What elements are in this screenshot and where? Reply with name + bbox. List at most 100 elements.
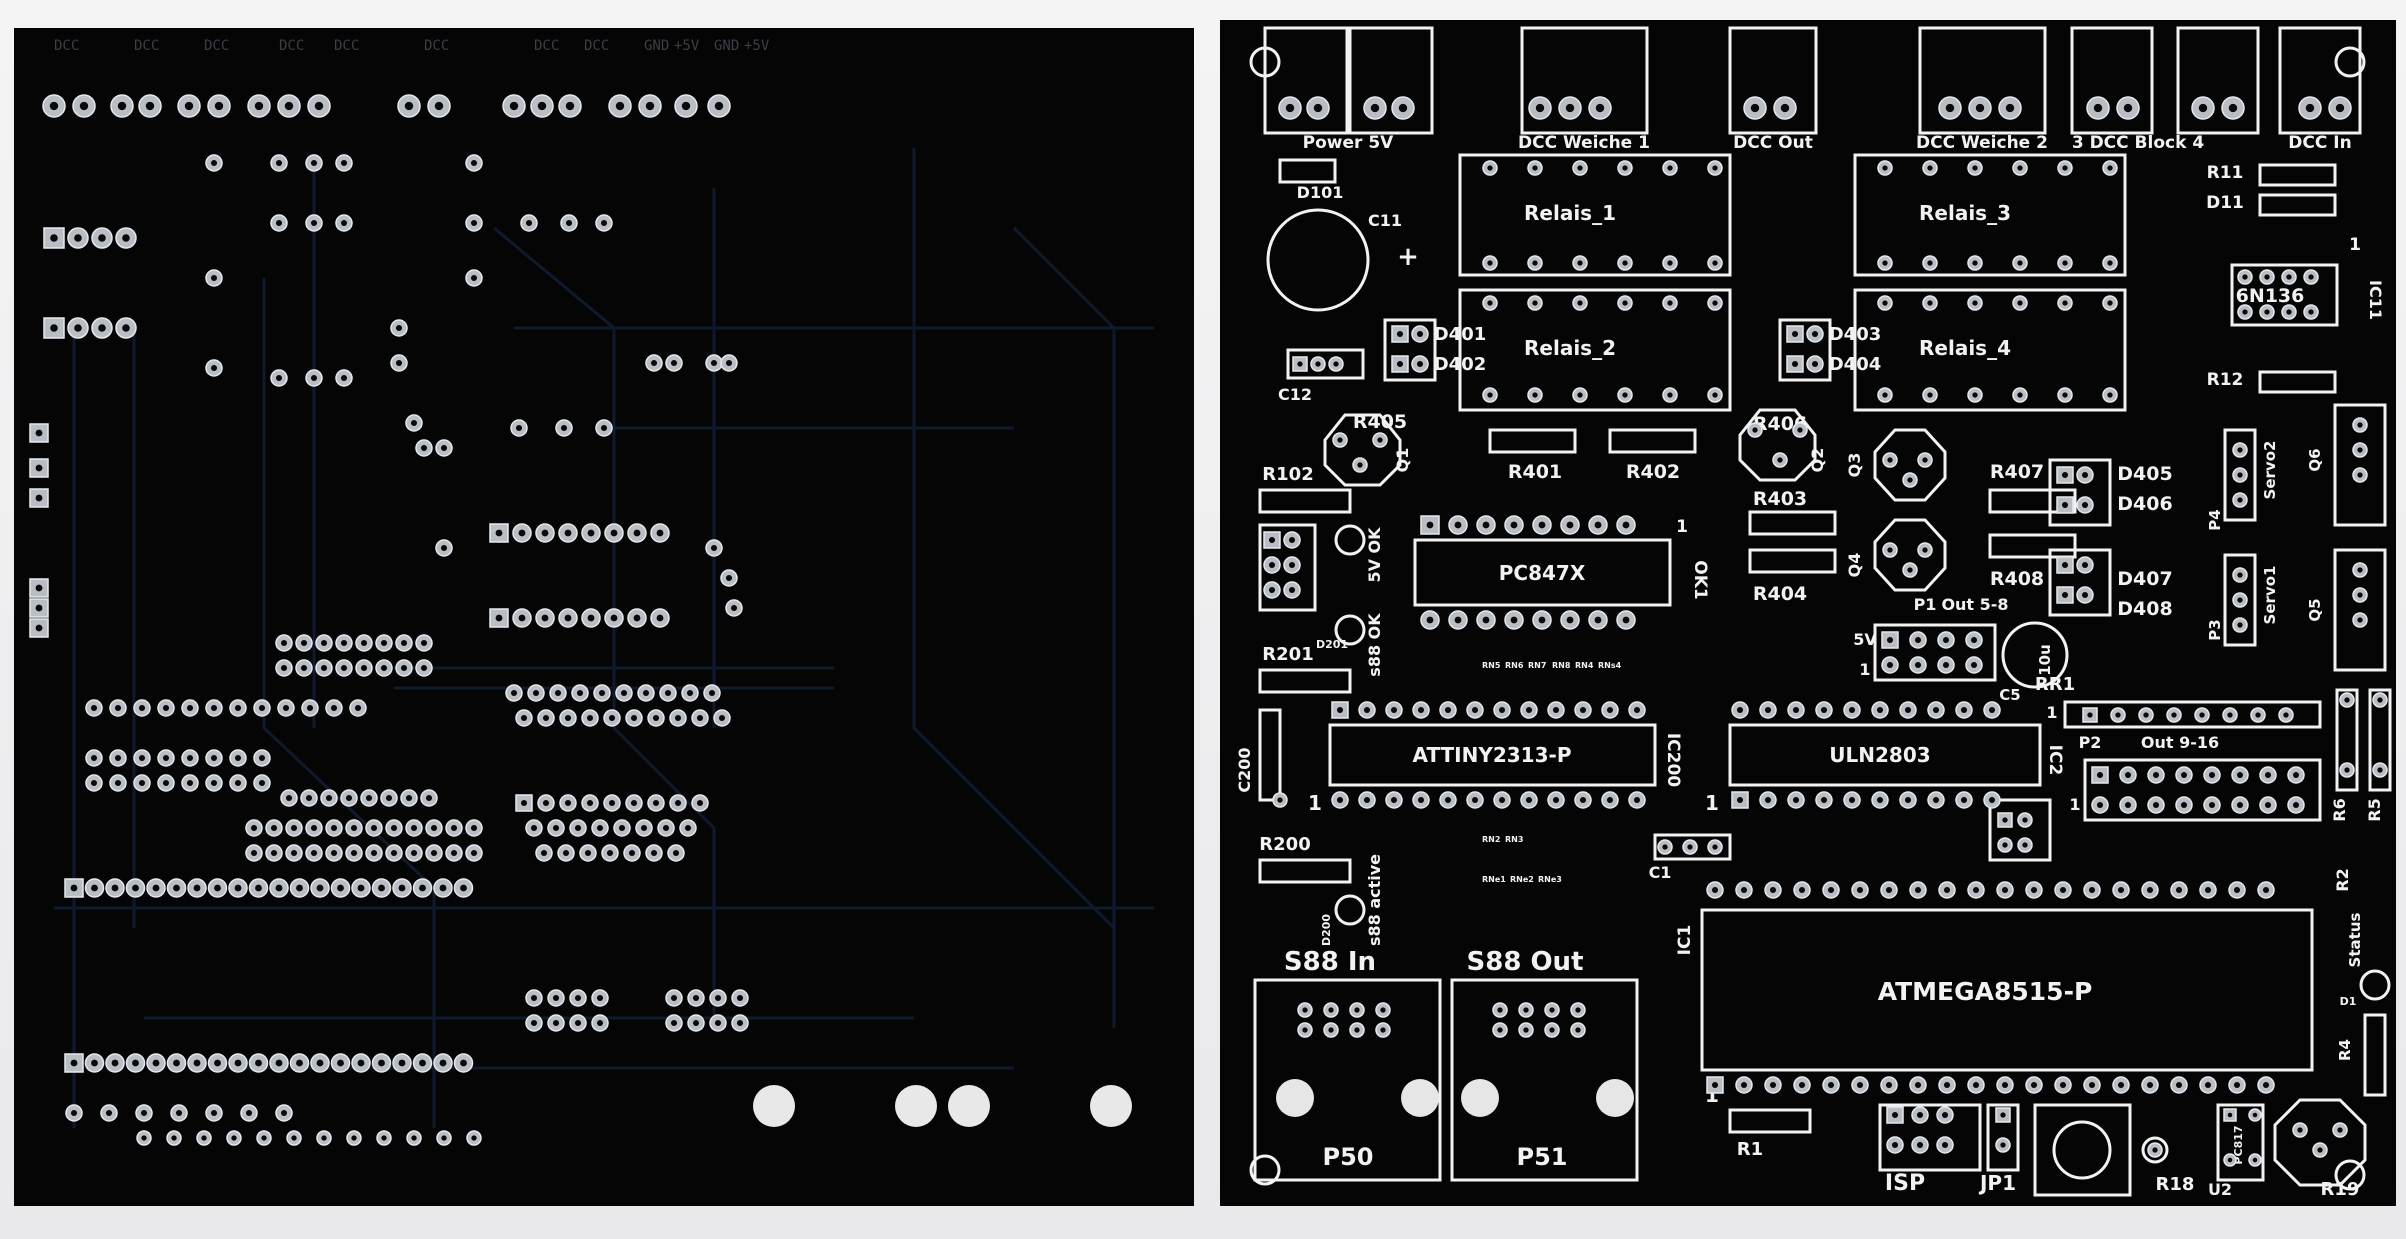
mount-hole [948,1085,990,1127]
drill-hole [2022,842,2028,848]
drill-hole [258,754,266,762]
drill-hole [1667,260,1673,266]
drill-hole [1622,616,1630,624]
drill-hole [1622,165,1628,171]
drill-hole [2264,274,2270,280]
drill-hole [495,529,503,537]
drill-hole [1736,706,1744,714]
drill-hole [285,794,293,802]
mount-hole [1276,1079,1314,1117]
drill-hole [193,1059,201,1067]
drill-hole [2088,1081,2096,1089]
drill-hole [530,824,538,832]
drill-hole [122,324,130,332]
c1-outline [1653,833,1732,861]
drill-hole [656,614,664,622]
drill-hole [1792,706,1800,714]
bottom-traces [54,148,1154,1128]
drill-hole [439,1059,447,1067]
drill-hole [606,849,614,857]
drill-hole [542,714,550,722]
drill-hole [314,101,324,111]
drill-hole [2227,1112,2233,1118]
bottom-label: DCC [534,38,559,54]
drill-hole [337,884,344,892]
drill-hole [340,159,348,167]
header-label: Power 5V [1303,133,1395,153]
drill-hole [310,159,318,167]
drill-hole [670,359,678,367]
label-p4: P4 [2206,509,2224,530]
drill-hole [380,639,388,647]
drill-hole [2062,165,2068,171]
drill-hole [378,1059,385,1067]
drill-hole [708,689,716,697]
header-power-5v: Power 5V [1263,26,1434,153]
drill-hole [316,884,324,892]
drill-hole [2000,1142,2006,1148]
r408-outline [1988,533,2077,559]
drill-hole [2062,392,2068,398]
drill-hole [1667,165,1673,171]
drill-hole [2236,801,2244,809]
jumper-outline [1988,798,2052,862]
r12-outline [2258,370,2337,394]
bottom-label: DCC [424,38,449,54]
chip-ref: IC1 [1675,925,1695,956]
drill-hole [1487,300,1493,306]
drill-hole [117,101,127,111]
drill-hole [2107,165,2113,171]
drill-hole [1667,392,1673,398]
label-r200: R200 [1259,834,1310,855]
drill-hole [300,664,308,672]
drill-hole [518,614,526,622]
drill-hole [398,1059,406,1067]
drill-hole [2198,103,2208,113]
drill-hole [520,714,528,722]
label-d101: D101 [1297,183,1344,202]
drill-hole [2344,767,2350,773]
drill-hole [132,1059,139,1067]
drill-hole [90,754,98,762]
drill-hole [2377,767,2383,773]
drill-hole [35,624,43,632]
drill-hole [2059,886,2067,894]
drill-hole [1687,844,1693,850]
drill-hole [1552,706,1560,714]
drill-hole [1497,1027,1503,1033]
drill-hole [532,689,540,697]
drill-hole [608,799,616,807]
mount-hole [895,1085,937,1127]
header-dcc-weiche-2: DCC Weiche 2 [1916,26,2048,153]
rj45-holes [1276,1079,1634,1117]
drill-hole [1575,1007,1581,1013]
drill-hole [681,101,691,111]
label-one: 1 [2349,235,2361,255]
drill-hole [542,799,550,807]
drill-hole [1532,300,1538,306]
drill-hole [2262,886,2270,894]
drill-hole [565,219,573,227]
drill-hole [385,794,393,802]
drill-hole [1510,521,1518,529]
drill-hole [587,529,595,537]
drill-hole [610,614,618,622]
drill-hole [2088,886,2096,894]
drill-hole [316,1059,324,1067]
drill-hole [310,849,318,857]
label-rr1-pin1: 1 [2046,703,2057,722]
drill-hole [90,779,98,787]
drill-hole [1370,103,1380,113]
drill-hole [633,614,641,622]
drill-hole [1887,457,1893,463]
drill-hole [714,101,724,111]
drill-hole [1848,706,1856,714]
drill-hole [345,794,353,802]
q4-outline [1873,518,1947,592]
drill-hole [210,779,218,787]
drill-hole [275,374,283,382]
drill-hole [1315,361,1321,367]
drill-hole [564,529,572,537]
drill-hole [1510,616,1518,624]
label-r18: R18 [2156,1174,2195,1195]
